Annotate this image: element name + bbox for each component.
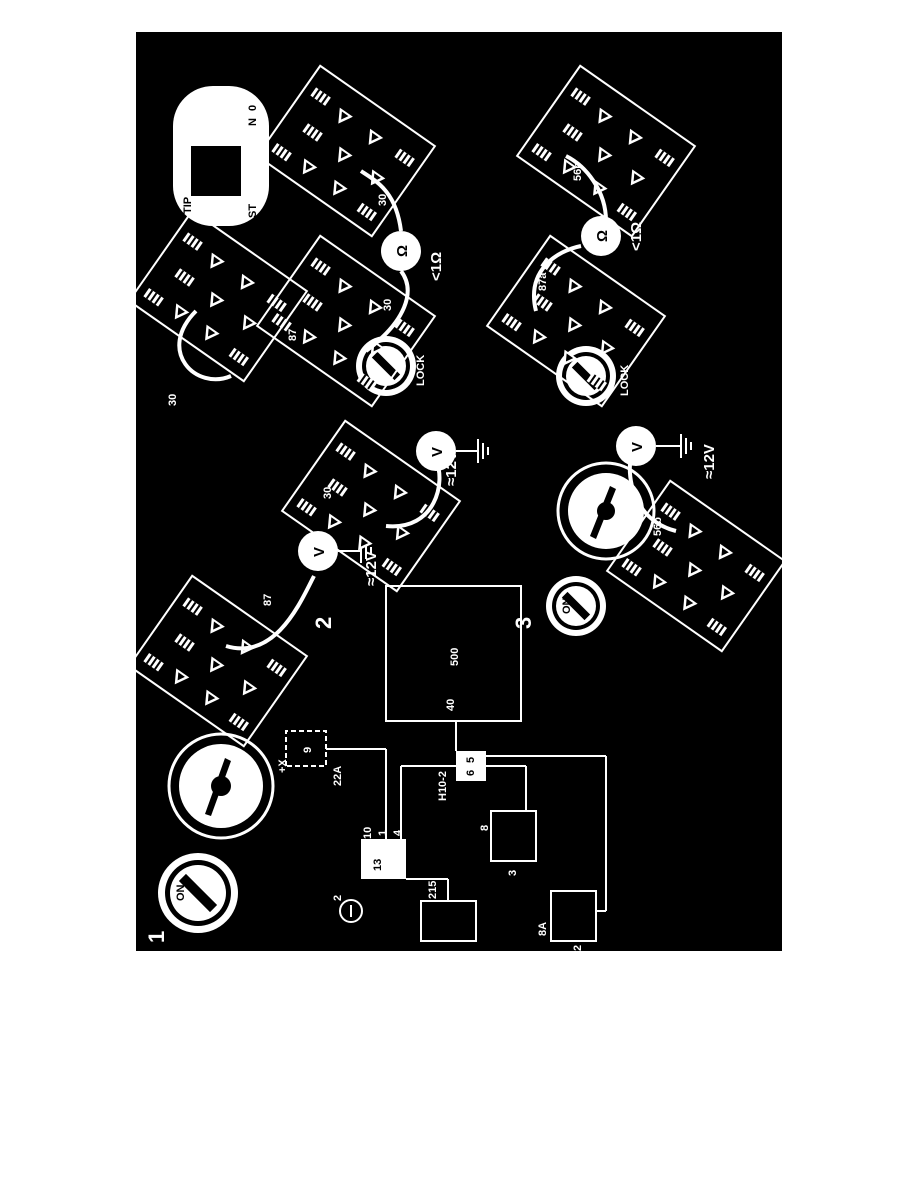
column-stalk-icon: TIP ST N 0	[173, 86, 269, 226]
relay-socket-icon	[257, 66, 435, 236]
ohmmeter-icon: Ω	[581, 216, 621, 256]
diagram-stage: 1 2 3 ON V 87 ≈12V 87 30 TIP ST N 0	[136, 32, 782, 951]
relay-socket-icon	[136, 211, 307, 381]
switch-8-id: 8	[479, 825, 491, 831]
light-switch-icon	[556, 461, 656, 561]
headlight-icon	[339, 899, 363, 923]
step-number-3: 3	[511, 617, 536, 629]
ground-icon	[477, 438, 489, 464]
voltmeter-icon: V	[416, 431, 456, 471]
ignition-on-label: ON	[175, 884, 187, 901]
connector-pin5: 5	[465, 757, 477, 763]
connector-pin6: 6	[465, 770, 477, 776]
connector-h10-2-label: H10-2	[437, 771, 449, 801]
relay-socket-icon	[136, 576, 307, 746]
terminal-87-label: 87	[287, 329, 299, 341]
step-number-2: 2	[311, 617, 336, 629]
resistance-reading: <1Ω	[628, 222, 645, 251]
switch-8a-box	[550, 890, 597, 942]
ecu-500-box	[385, 585, 522, 722]
voltage-reading: ≈12V	[701, 444, 718, 479]
voltmeter-symbol: V	[429, 447, 446, 457]
switch-215-id: 215	[427, 881, 439, 899]
ohmmeter-symbol: Ω	[594, 230, 611, 242]
ohmmeter-symbol: Ω	[394, 245, 411, 257]
relay-10-pin1: 1	[377, 830, 389, 836]
switch-2-label: 2	[332, 895, 344, 901]
voltmeter-icon: V	[298, 531, 338, 571]
diagram-canvas: 1 2 3 ON V 87 ≈12V 87 30 TIP ST N 0	[136, 32, 782, 951]
resistance-reading: <1Ω	[428, 252, 445, 281]
stalk-tip-label: TIP	[182, 197, 194, 214]
terminal-30-label: 30	[382, 299, 394, 311]
terminal-56b-label: 56b	[652, 517, 664, 536]
terminal-30-label: 30	[167, 394, 179, 406]
stalk-st-label: ST	[247, 204, 259, 218]
terminal-56b-label: 56b	[572, 162, 584, 181]
switch-215-box	[420, 900, 477, 942]
wiring-diagram: +X 9 22A 10 13 1 4 2 215 H10-2 6 5 500 4…	[277, 585, 607, 951]
voltmeter-symbol: V	[311, 547, 328, 557]
ignition-on-label: ON	[561, 597, 573, 614]
relay-10-pin4: 4	[392, 829, 404, 836]
relay-10-box	[361, 839, 406, 879]
ignition-lock-label: LOCK	[619, 365, 631, 396]
step-number-1: 1	[144, 931, 169, 943]
fuse-number: 9	[302, 747, 314, 753]
terminal-87-label: 87	[262, 594, 274, 606]
switch-8-box	[490, 810, 537, 862]
diagram-panel: 1 2 3 ON V 87 ≈12V 87 30 TIP ST N 0	[136, 32, 782, 951]
voltmeter-symbol: V	[629, 442, 646, 452]
terminal-30-label: 30	[377, 194, 389, 206]
switch-8a-pin2: 2	[572, 945, 584, 951]
ohmmeter-icon: Ω	[381, 231, 421, 271]
voltage-reading: ≈12V	[443, 451, 460, 486]
ignition-lock-label: LOCK	[415, 355, 427, 386]
switch-8-pin3: 3	[507, 870, 519, 876]
connector-h10-2	[456, 751, 486, 781]
ecu-500-label: 500	[449, 648, 461, 666]
terminal-87a-label: 87a	[537, 272, 549, 291]
ignition-key-icon: ON	[158, 853, 238, 933]
voltmeter-icon: V	[616, 426, 656, 466]
ecu-pin-40: 40	[445, 699, 457, 711]
stalk-zero-label: 0	[247, 105, 259, 111]
light-switch-icon	[167, 732, 275, 840]
stalk-n-label: N	[247, 118, 259, 126]
switch-8a-id: 8A	[537, 922, 549, 936]
fuse-id: 22A	[332, 766, 344, 786]
ignition-key-icon: ON	[546, 576, 606, 636]
terminal-30-label: 30	[322, 487, 334, 499]
relay-10-id: 10	[362, 827, 374, 839]
ground-icon	[680, 433, 692, 459]
relay-10-pin13: 13	[372, 859, 384, 871]
